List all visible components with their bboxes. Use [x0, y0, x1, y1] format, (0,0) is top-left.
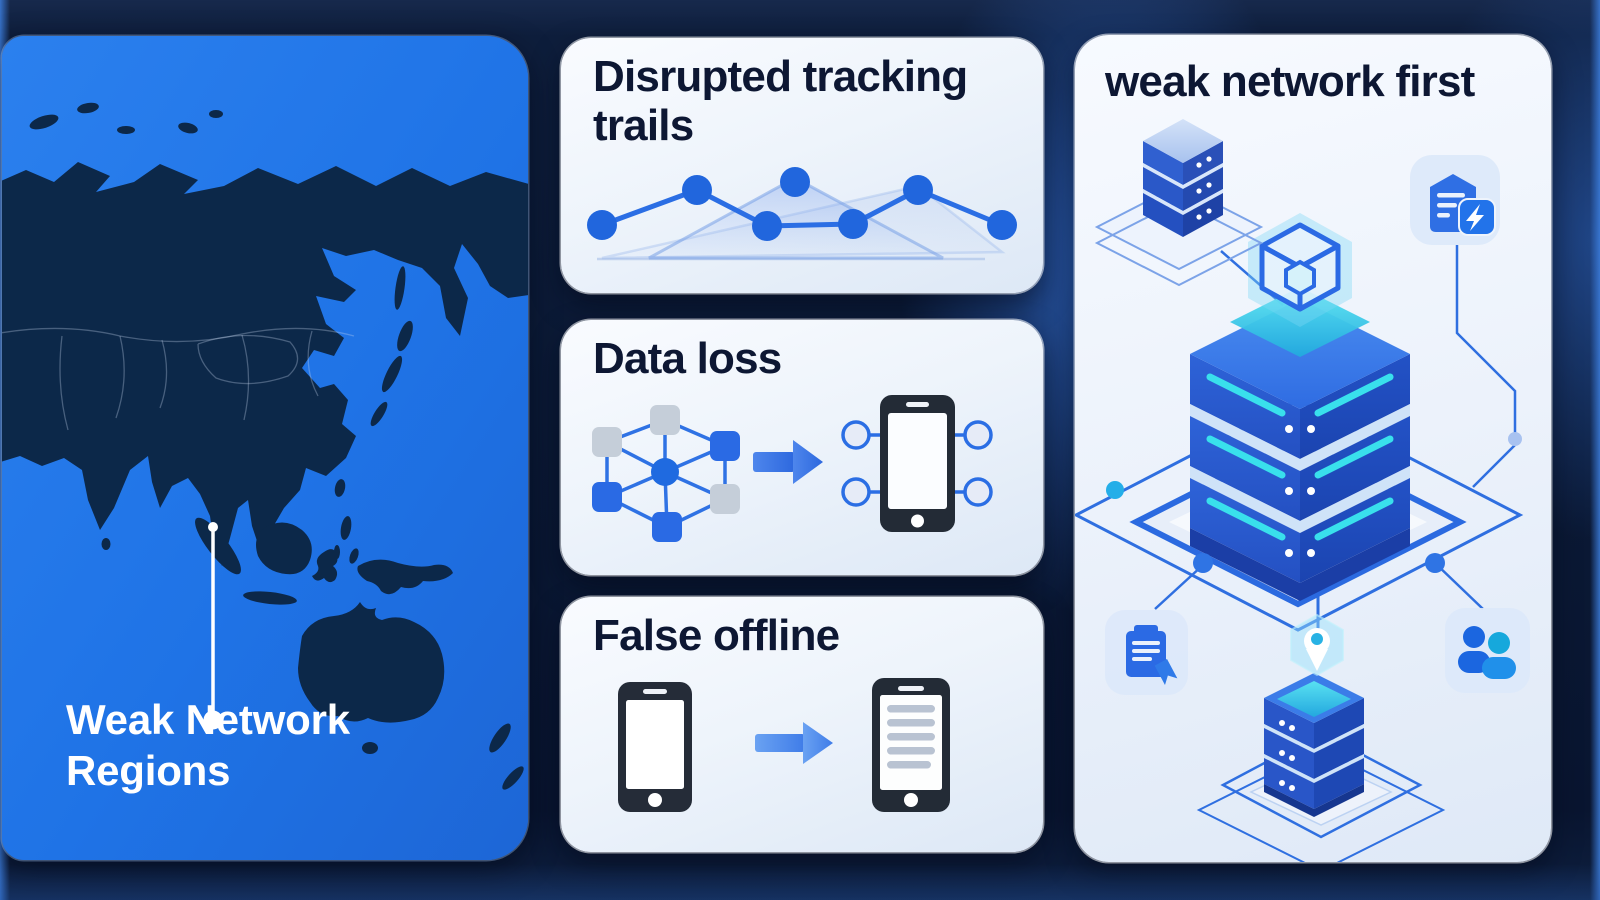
map-label-line1: Weak Network	[66, 696, 350, 743]
users-icon	[1445, 608, 1530, 693]
bottom-sheen	[0, 864, 1600, 900]
phone-text-lines	[887, 705, 935, 769]
philippines-islands	[340, 516, 352, 540]
card-false-offline: False offline	[561, 597, 1043, 852]
network-center-node	[651, 458, 679, 486]
country-borders	[2, 327, 355, 431]
pin-center	[1311, 633, 1323, 645]
australia	[298, 602, 445, 723]
arrow-right-icon	[753, 440, 823, 484]
network-dots	[1106, 432, 1522, 573]
phone-content-icon	[872, 678, 950, 812]
false-offline-illustration	[618, 678, 950, 812]
server-leds	[1285, 425, 1315, 557]
japan-islands	[397, 320, 413, 352]
new-guinea-island	[357, 559, 453, 595]
trail-points	[587, 167, 1017, 241]
card-data-loss: Data loss	[561, 320, 1043, 575]
asia-pacific-map	[2, 36, 528, 860]
new-zealand-islands	[489, 723, 511, 753]
card-disrupted-tracking-trails: Disrupted tracking trails	[561, 38, 1043, 293]
card-title: False offline	[593, 611, 840, 660]
document-lightning-icon	[1410, 155, 1500, 245]
phone-speaker	[906, 402, 929, 407]
server-stack-main-icon	[1190, 287, 1410, 601]
card-title: Disrupted tracking trails	[593, 52, 968, 151]
map-callout	[203, 522, 223, 730]
callout-end-dot	[203, 710, 223, 730]
weak-network-map-panel: Weak Network Regions	[2, 36, 528, 860]
server-stack-small-icon	[1094, 119, 1264, 287]
server-architecture-illustration	[1075, 119, 1530, 862]
data-loss-illustration	[592, 395, 993, 542]
phone-home-button	[911, 514, 924, 528]
trail-line	[601, 187, 1003, 229]
cube-icon	[1248, 213, 1352, 327]
callout-origin-dot	[208, 522, 218, 532]
arrow-right-icon	[755, 722, 833, 764]
map-label-weak-network-regions: Weak Network Regions	[66, 694, 350, 796]
weak-network-first-panel: weak network first	[1075, 35, 1551, 862]
mini-server-leds	[1196, 156, 1212, 220]
phone-blank-icon	[618, 682, 692, 812]
borneo-island	[256, 522, 312, 575]
line-chart-trail-icon	[587, 167, 1017, 261]
cube-inner-hexagon	[1284, 259, 1316, 297]
card-title: Data loss	[593, 334, 782, 383]
bookmark-ribbon	[1154, 659, 1178, 685]
landmass-eurasia	[2, 102, 528, 790]
phone-connectors-icon	[841, 395, 993, 532]
sakhalin-island	[394, 266, 406, 310]
network-node-squares	[592, 405, 740, 542]
phone-screen	[888, 413, 947, 509]
tasmania-island	[362, 742, 378, 754]
taiwan-island	[334, 479, 346, 497]
mini-server-leds	[1279, 720, 1295, 791]
connector-dots	[841, 420, 993, 507]
java-island	[243, 591, 297, 605]
sulawesi-island	[312, 549, 338, 583]
certificate-document-icon	[1105, 610, 1188, 695]
server-slits	[1206, 373, 1394, 541]
server-cyan-pad	[1230, 287, 1370, 357]
sri-lanka-island	[101, 538, 111, 550]
sumatra-island	[195, 517, 241, 575]
location-pin-server-icon	[1196, 613, 1446, 862]
map-label-line2: Regions	[66, 747, 231, 795]
right-edge-glow	[1590, 0, 1600, 900]
right-panel-title: weak network first	[1105, 57, 1475, 106]
lightning-bolt	[1466, 204, 1484, 231]
